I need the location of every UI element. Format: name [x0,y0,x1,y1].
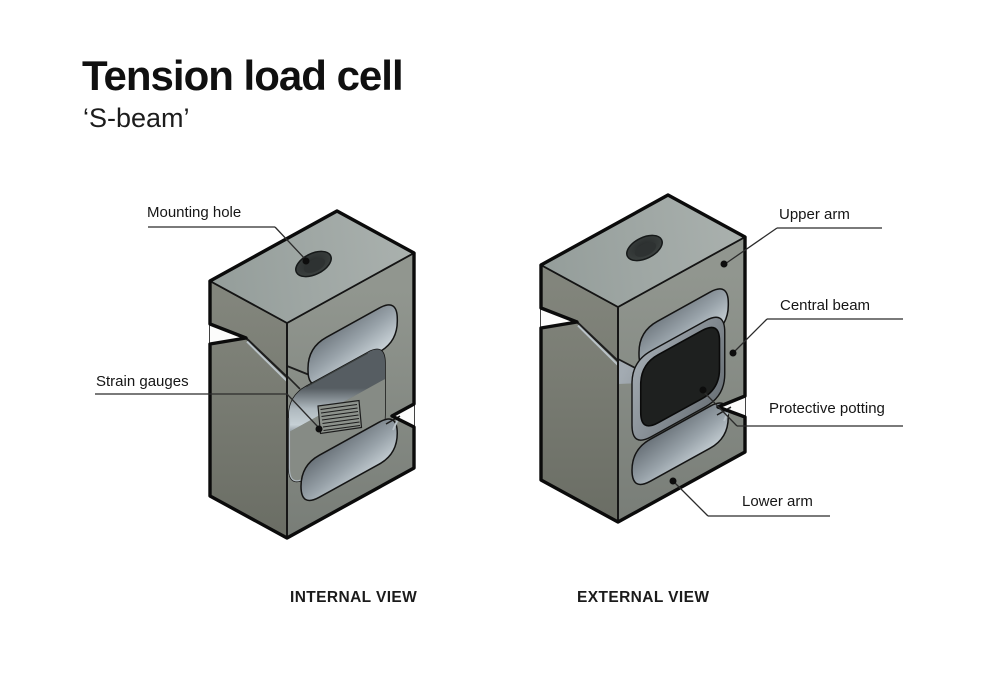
strain-gauges-leader [95,393,320,429]
protective-potting-dot [699,386,707,394]
label-central-beam: Central beam [780,297,871,314]
external-left-slit-edge [576,321,619,362]
label-protective-potting: Protective potting [769,400,885,417]
upper-arm-leader [724,227,882,265]
mounting-hole-dot [302,257,310,265]
label-lower-arm: Lower arm [742,493,813,510]
protective-potting-icon [639,326,721,427]
internal-right-slit-gap [392,405,414,426]
external-silhouette [539,193,747,524]
leader-lines [95,226,903,517]
external-model-illustration [539,193,747,524]
internal-left-slit-edge [245,337,288,378]
label-upper-arm: Upper arm [779,206,850,223]
leader-dots [302,257,737,485]
lower-arm-leader [673,481,830,517]
label-strain-gauges: Strain gauges [96,373,189,390]
external-left-slit-highlight [577,324,619,366]
mounting-hole-leader [148,226,307,261]
label-mounting-hole: Mounting hole [147,204,242,221]
strain-gauges-dot [315,425,323,433]
mounting-hole-icon-external [626,234,663,262]
internal-left-slit-highlight [246,340,288,382]
caption-external-view: EXTERNAL VIEW [577,589,710,606]
strain-gauges-icon [317,399,363,435]
internal-slit-to-window-edge [286,375,301,390]
caption-internal-view: INTERNAL VIEW [290,589,418,606]
internal-model-illustration [208,209,416,540]
external-right-slit-gap [718,396,745,417]
internal-silhouette [208,209,416,540]
protective-potting-leader [702,390,903,427]
internal-narrow-face [209,279,288,540]
page-title: Tension load cell [82,52,404,99]
external-narrow-face [540,263,619,524]
lower-arm-dot [669,477,677,485]
upper-arm-dot [720,260,728,268]
central-beam-leader [733,318,903,353]
central-beam-dot [729,349,737,357]
internal-lower-slot [300,418,399,502]
page-subtitle: ‘S-beam’ [83,103,190,133]
